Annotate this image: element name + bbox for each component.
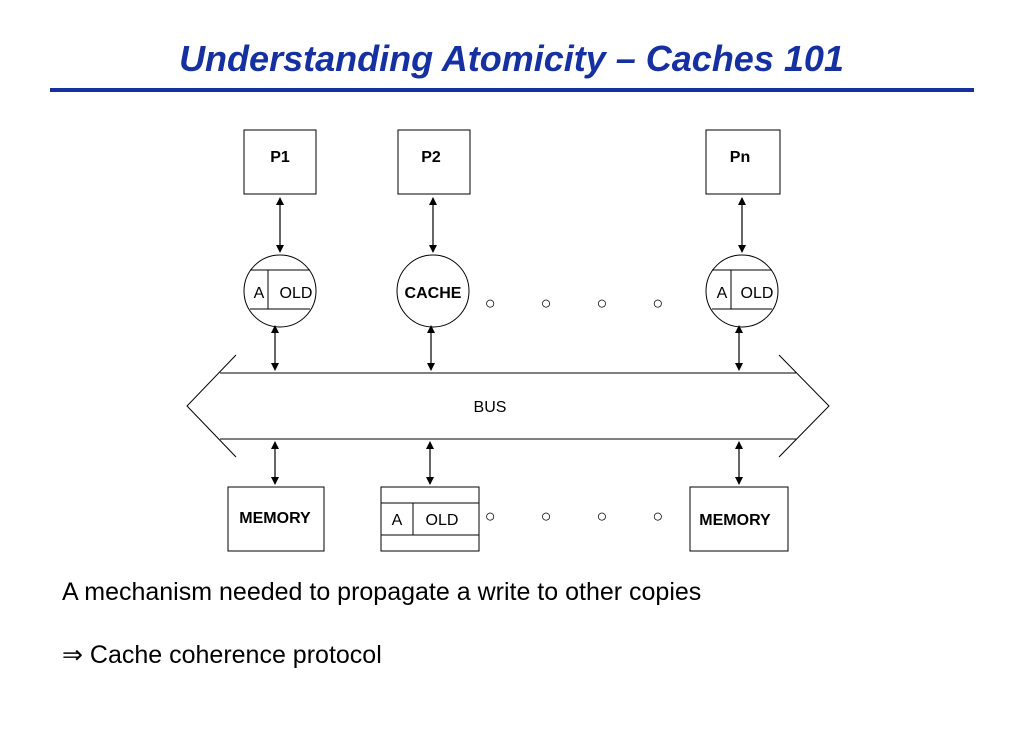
cache-p1: A OLD [243,254,317,328]
conclusion-text: Cache coherence protocol [89,641,382,669]
processor-label: P1 [270,149,290,166]
memory-address: A [392,512,403,529]
processor-p2: P2 [397,129,471,195]
cache-label: CACHE [405,285,462,302]
cache-address: A [717,285,728,302]
ellipsis-top: ○ ○ ○ ○ [485,293,684,313]
processor-p1: P1 [243,129,317,195]
processor-label: Pn [730,149,750,166]
cache-pn: A OLD [705,254,779,328]
bus-label: BUS [474,399,507,416]
implies-arrow-icon: ⇒ [62,641,83,669]
body-text-line-2: ⇒ Cache coherence protocol [62,640,382,670]
body-text-line-1: A mechanism needed to propagate a write … [62,578,702,606]
processor-label: P2 [421,149,441,166]
ellipsis-bottom: ○ ○ ○ ○ [485,506,684,526]
slide-title: Understanding Atomicity – Caches 101 [179,38,844,79]
memory-label: MEMORY [239,510,311,527]
processor-pn: Pn [705,129,781,195]
title-underline [50,88,974,92]
memory-label: MEMORY [699,512,771,529]
cache-p2: CACHE [396,254,470,328]
cache-address: A [254,285,265,302]
bus: BUS [186,354,830,458]
memory-1: MEMORY [227,486,325,552]
cache-value: OLD [741,285,774,302]
memory-value: OLD [426,512,459,529]
cache-value: OLD [280,285,313,302]
memory-2: A OLD [380,486,480,552]
memory-n: MEMORY [689,486,789,552]
